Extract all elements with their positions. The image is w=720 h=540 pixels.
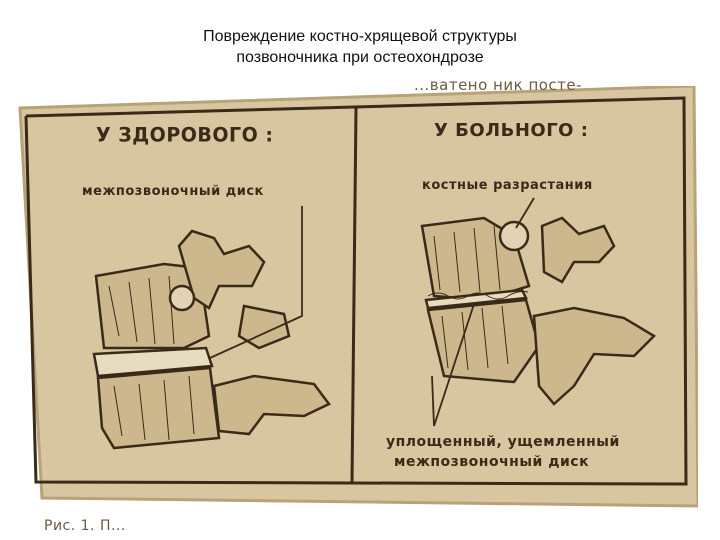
panel-frame: [24, 96, 688, 486]
scan-top-fragment: ...ватено ник посте-: [414, 76, 583, 94]
sick-heading: У БОЛЬНОГО :: [434, 120, 589, 141]
flattened-disc-leader: [431, 303, 475, 427]
paper-shade: [18, 86, 698, 508]
slide-title: Повреждение костно-хрящевой структуры по…: [0, 26, 720, 68]
slide-title-line-1: Повреждение костно-хрящевой структуры: [203, 28, 517, 45]
panel-divider: [350, 107, 358, 483]
growth-leader: [515, 197, 535, 229]
slide-title-line-2: позвоночника при остеохондрозе: [236, 49, 484, 66]
healthy-disc: [92, 346, 214, 378]
osteophyte: [498, 220, 530, 252]
sick-process-upper: [540, 216, 616, 284]
sick-hatching: [427, 225, 529, 371]
flattened-disc-label-line-2: межпозвоночный диск: [394, 454, 590, 470]
spinous-process: [237, 304, 291, 350]
healthy-hatching: [108, 275, 195, 441]
scan-bottom-fragment: Рис. 1. П...: [44, 518, 126, 534]
healthy-disc-leader: [209, 206, 303, 359]
facet-joint-upper: [168, 284, 196, 312]
healthy-vertebrae: [92, 229, 331, 450]
healthy-heading: У ЗДОРОВОГО :: [96, 123, 274, 147]
healthy-disc-label: межпозвоночный диск: [82, 184, 264, 199]
lower-vertebra: [96, 366, 221, 450]
lower-process: [212, 374, 331, 436]
sick-flattened-disc: [424, 288, 528, 310]
sick-process-lower: [532, 306, 657, 406]
scanned-illustration: ...ватено ник посте- У ЗДОРОВОГО : У БОЛ…: [14, 76, 698, 538]
flattened-disc-label-line-1: уплощенный, ущемленный: [386, 434, 620, 450]
bone-growths-label: костные разрастания: [422, 178, 593, 193]
upper-process: [177, 229, 266, 310]
illustration-drawing: [18, 86, 698, 508]
